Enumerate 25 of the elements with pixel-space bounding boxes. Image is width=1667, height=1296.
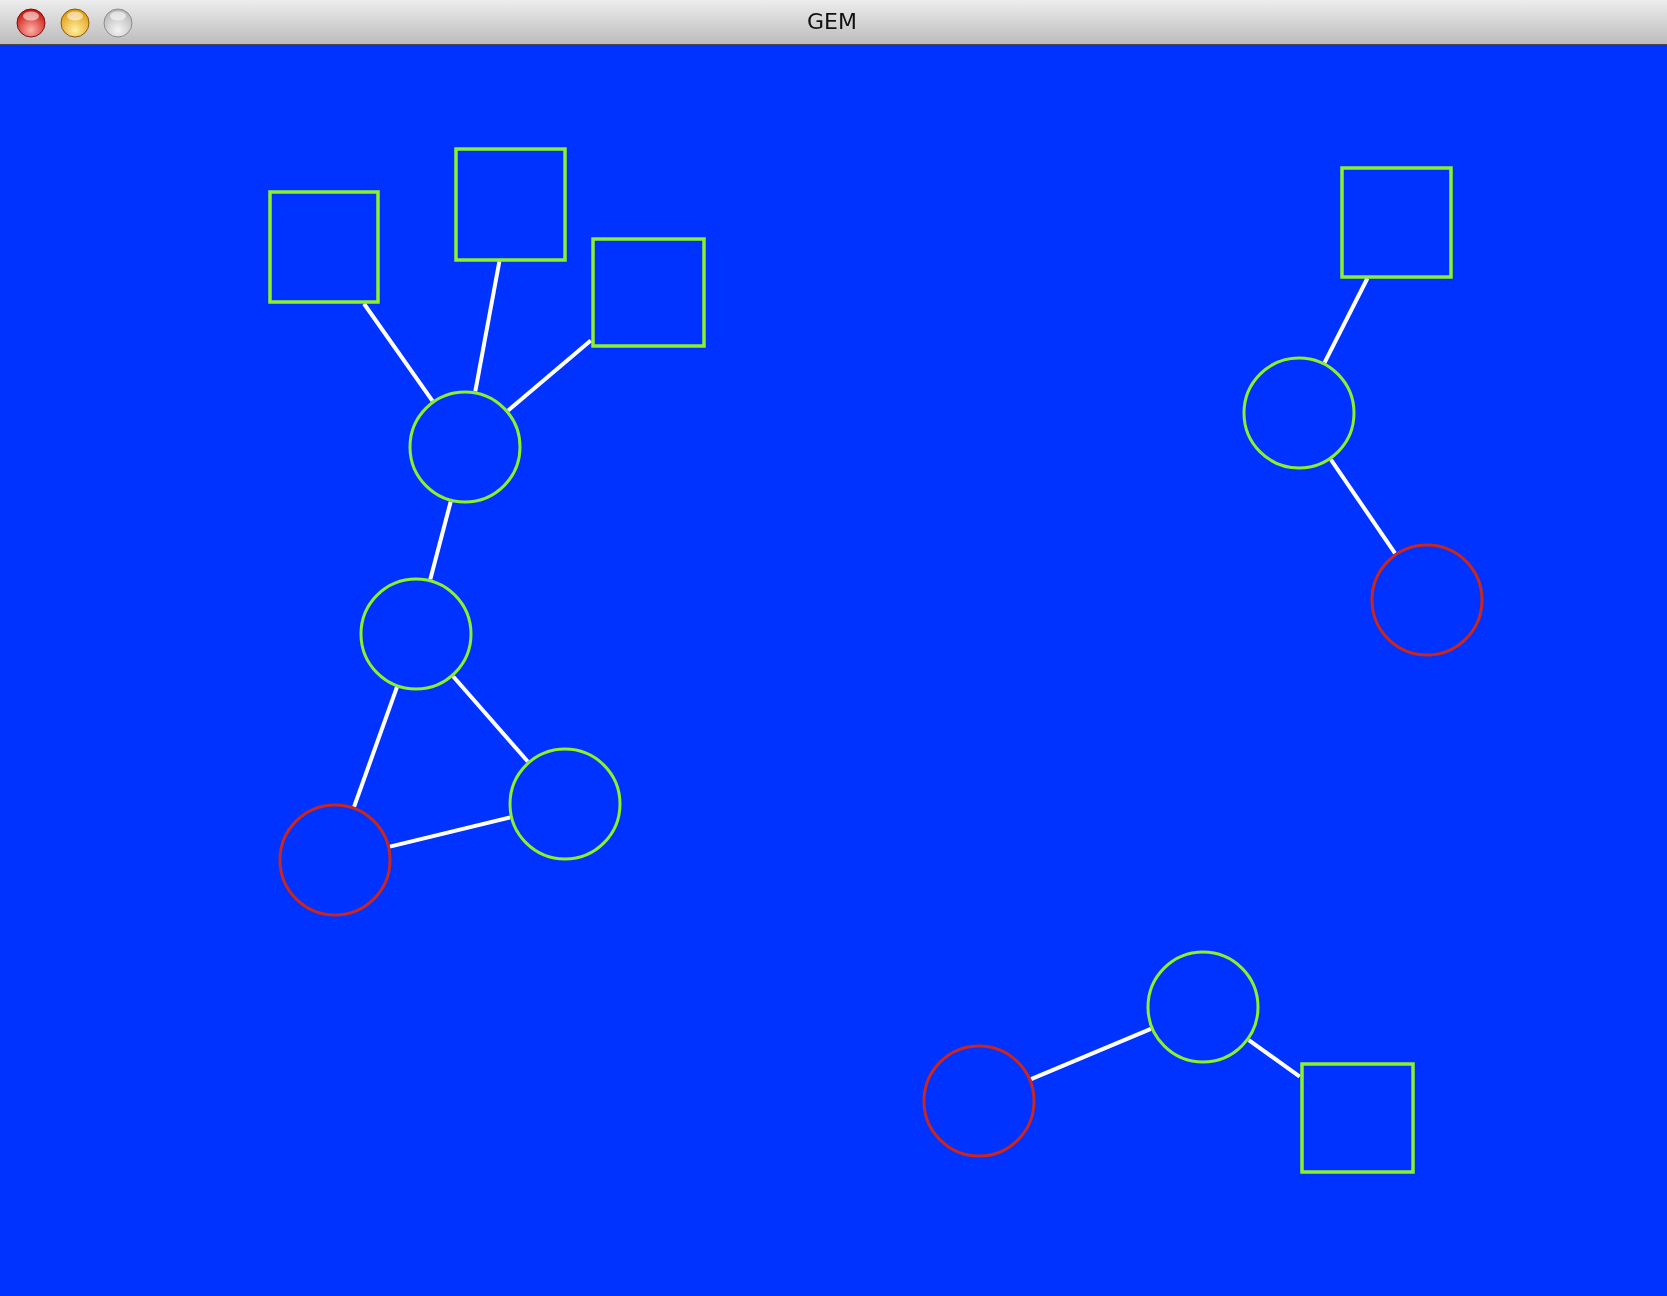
connector-line	[352, 686, 399, 808]
circle-node	[359, 577, 473, 691]
square-node	[453, 146, 567, 262]
connector-line	[1030, 1027, 1152, 1081]
square-node	[1339, 165, 1453, 279]
window-title: GEM	[807, 11, 857, 33]
connector-line	[451, 675, 530, 763]
connector-line	[389, 815, 511, 849]
connector-line	[428, 501, 453, 580]
connector-line	[473, 260, 502, 392]
circle-node	[508, 747, 622, 861]
square-node	[590, 236, 706, 348]
circle-node	[1146, 950, 1260, 1064]
connector-line	[362, 302, 435, 402]
square-node	[268, 190, 380, 304]
connector-line	[506, 338, 593, 412]
square-node	[1299, 1062, 1415, 1174]
connector-line	[1329, 458, 1397, 555]
circle-node	[922, 1044, 1036, 1158]
circle-node	[408, 390, 522, 504]
connector-line	[1322, 277, 1370, 364]
circle-node	[1370, 543, 1484, 657]
circle-node	[1242, 356, 1356, 470]
connector-line	[1247, 1038, 1301, 1079]
circle-node	[278, 803, 392, 917]
